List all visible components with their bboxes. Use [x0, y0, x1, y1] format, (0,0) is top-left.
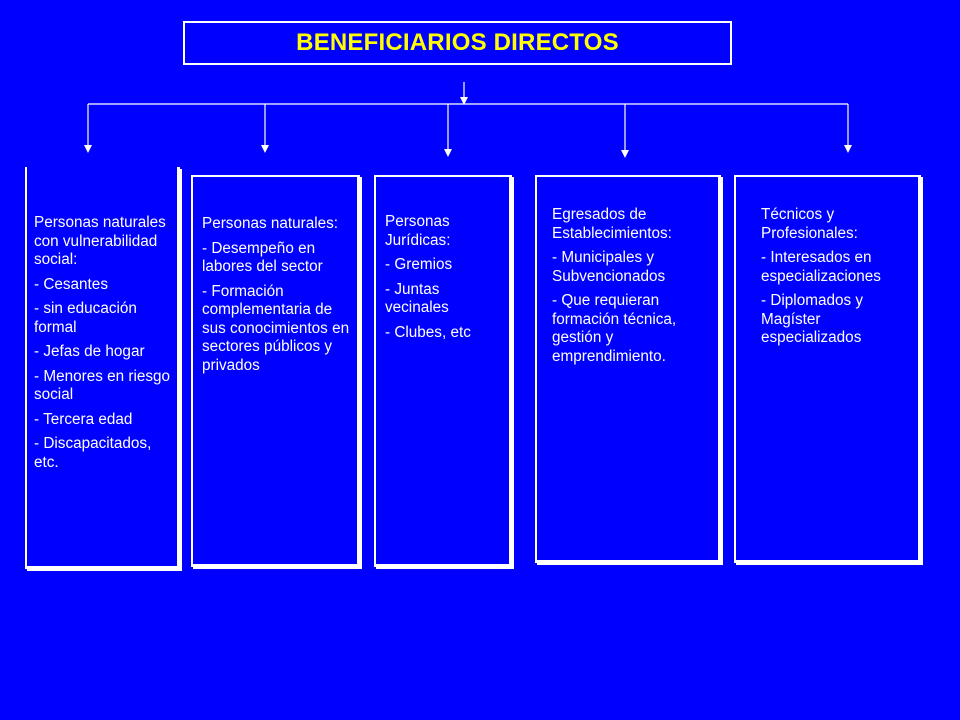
diagram-title: BENEFICIARIOS DIRECTOS [296, 29, 619, 56]
group-2-item-1: - Desempeño en labores del sector [202, 239, 323, 276]
group-card-2: Personas naturales: - Desempeño en labor… [191, 175, 360, 567]
group-5-item-2: - Diplomados y Magíster especializados [761, 292, 864, 346]
group-4-item-1: - Municipales y Subvencionados [552, 249, 666, 285]
group-3-header: Personas Jurídicas: [385, 213, 451, 249]
group-4-item-2: - Que requieran formación técnica, gesti… [552, 292, 677, 365]
group-2-item-2: - Formación complementaria de sus conoci… [202, 282, 350, 374]
group-4-header: Egresados de Establecimientos: [552, 206, 672, 242]
group-2-header: Personas naturales: [202, 215, 339, 232]
group-1-item-1: - Cesantes [34, 275, 108, 293]
group-card-4: Egresados de Establecimientos: - Municip… [535, 175, 721, 563]
group-card-3: Personas Jurídicas: - Gremios - Juntas v… [374, 175, 512, 567]
title-box: BENEFICIARIOS DIRECTOS [183, 21, 732, 65]
group-3-item-3: - Clubes, etc [385, 323, 471, 341]
group-1-item-5: - Tercera edad [34, 410, 133, 428]
group-1-header: Personas naturales con vulnerabilidad so… [34, 214, 166, 268]
group-1-item-2: - sin educación formal [34, 300, 137, 336]
group-card-5: Técnicos y Profesionales: - Interesados … [734, 175, 921, 563]
group-1-item-3: - Jefas de hogar [34, 343, 145, 360]
group-3-item-2: - Juntas vecinales [385, 280, 449, 317]
group-3-item-1: - Gremios [385, 256, 453, 273]
group-5-header: Técnicos y Profesionales: [761, 206, 858, 242]
group-1-item-6: - Discapacitados, etc. [34, 435, 152, 471]
group-card-1: Personas naturales con vulnerabilidad so… [25, 167, 180, 569]
group-5-item-1: - Interesados en especializaciones [761, 249, 881, 285]
group-1-item-4: - Menores en riesgo social [34, 367, 171, 404]
